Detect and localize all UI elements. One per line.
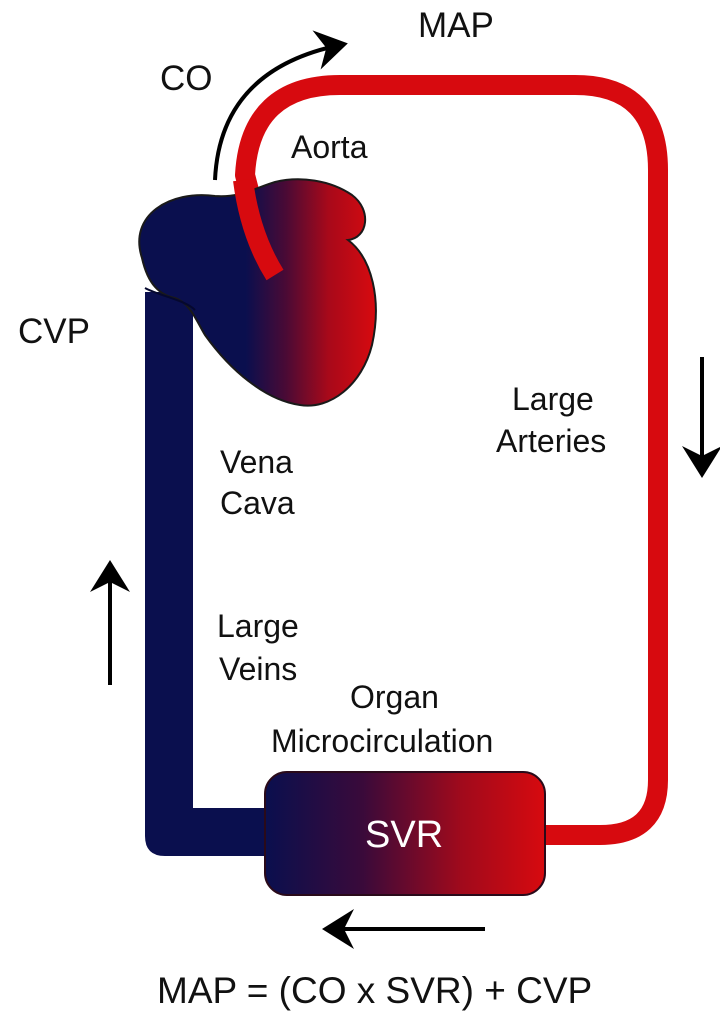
organ-label-line1: Organ (350, 679, 439, 715)
vena-cava-label-line1: Vena (220, 444, 293, 480)
co-label: CO (160, 59, 213, 98)
large-veins-label-line1: Large (217, 608, 299, 644)
svr-label: SVR (365, 814, 443, 856)
heart-atrium-fold (144, 287, 196, 311)
vena-cava-vessel (145, 292, 290, 856)
cvp-label: CVP (18, 312, 90, 351)
aorta-label: Aorta (291, 129, 368, 165)
large-arteries-vessel (235, 75, 668, 845)
map-equation: MAP = (CO x SVR) + CVP (157, 970, 592, 1011)
organ-label-line2: Microcirculation (271, 723, 493, 759)
vena-cava-label-line2: Cava (220, 485, 295, 521)
cardiac-output-arrow-icon (213, 30, 348, 181)
map-label: MAP (418, 6, 494, 45)
aorta-vessel (233, 178, 284, 281)
large-arteries-label-line2: Arteries (496, 423, 606, 459)
large-arteries-label-line1: Large (512, 381, 594, 417)
large-veins-label-line2: Veins (219, 651, 297, 687)
svr-box (264, 771, 546, 896)
